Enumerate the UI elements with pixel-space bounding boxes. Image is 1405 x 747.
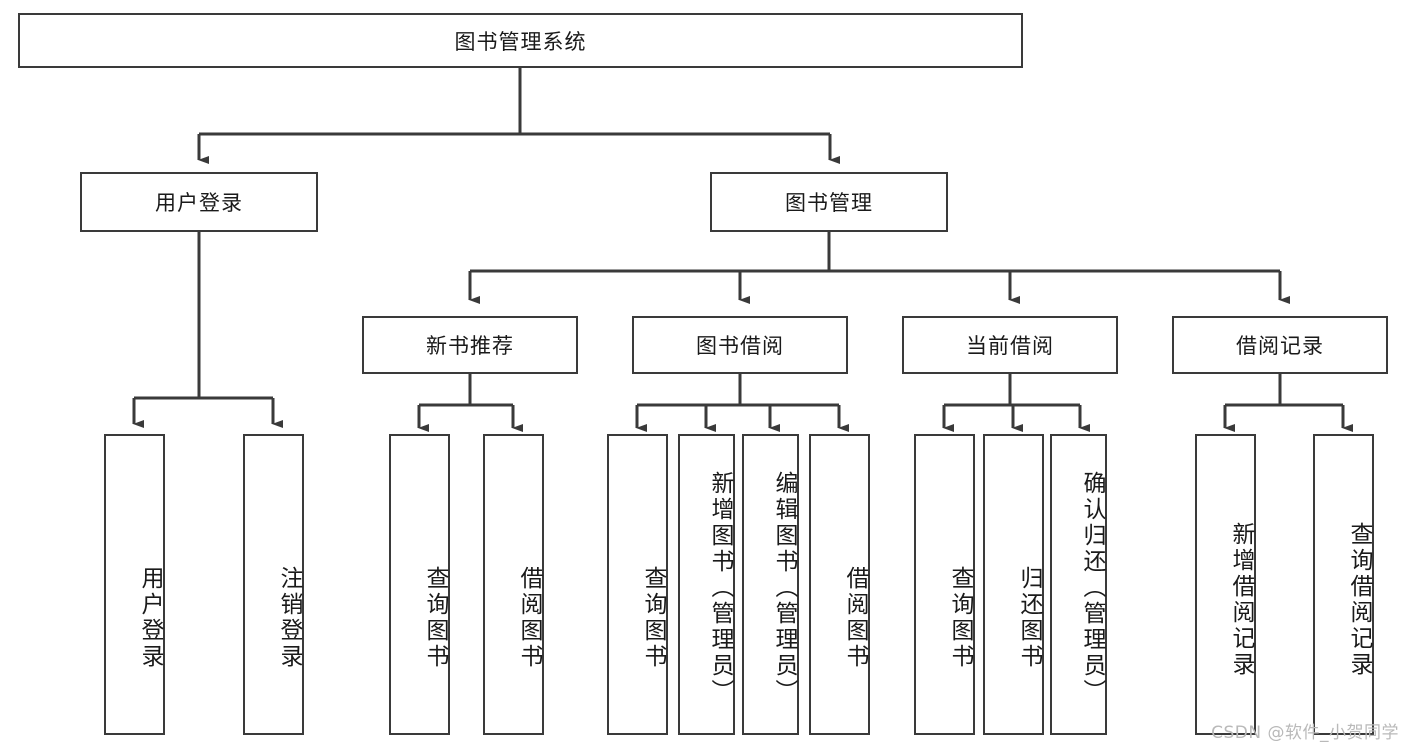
leaf-current-borrow-return[interactable]: 归还图书 <box>983 434 1044 735</box>
leaf-book-borrow-add[interactable]: 新增图书（管理员） <box>678 434 735 735</box>
leaf-current-borrow-query[interactable]: 查询图书 <box>914 434 975 735</box>
node-current-borrow[interactable]: 当前借阅 <box>902 316 1118 374</box>
node-borrow-record[interactable]: 借阅记录 <box>1172 316 1388 374</box>
leaf-borrow-record-query[interactable]: 查询借阅记录 <box>1313 434 1374 735</box>
leaf-new-book-borrow[interactable]: 借阅图书 <box>483 434 544 735</box>
node-user-login[interactable]: 用户登录 <box>80 172 318 232</box>
leaf-current-borrow-confirm-return[interactable]: 确认归还（管理员） <box>1050 434 1107 735</box>
leaf-book-borrow-edit[interactable]: 编辑图书（管理员） <box>742 434 799 735</box>
node-root-system[interactable]: 图书管理系统 <box>18 13 1023 68</box>
watermark-text: CSDN @软件_小贺同学 <box>1211 723 1399 743</box>
leaf-new-book-query[interactable]: 查询图书 <box>389 434 450 735</box>
leaf-book-borrow-lend[interactable]: 借阅图书 <box>809 434 870 735</box>
node-book-management[interactable]: 图书管理 <box>710 172 948 232</box>
node-book-borrow[interactable]: 图书借阅 <box>632 316 848 374</box>
node-new-book-recommend[interactable]: 新书推荐 <box>362 316 578 374</box>
leaf-user-login-signin[interactable]: 用户登录 <box>104 434 165 735</box>
leaf-book-borrow-query[interactable]: 查询图书 <box>607 434 668 735</box>
leaf-borrow-record-add[interactable]: 新增借阅记录 <box>1195 434 1256 735</box>
leaf-user-login-signout[interactable]: 注销登录 <box>243 434 304 735</box>
